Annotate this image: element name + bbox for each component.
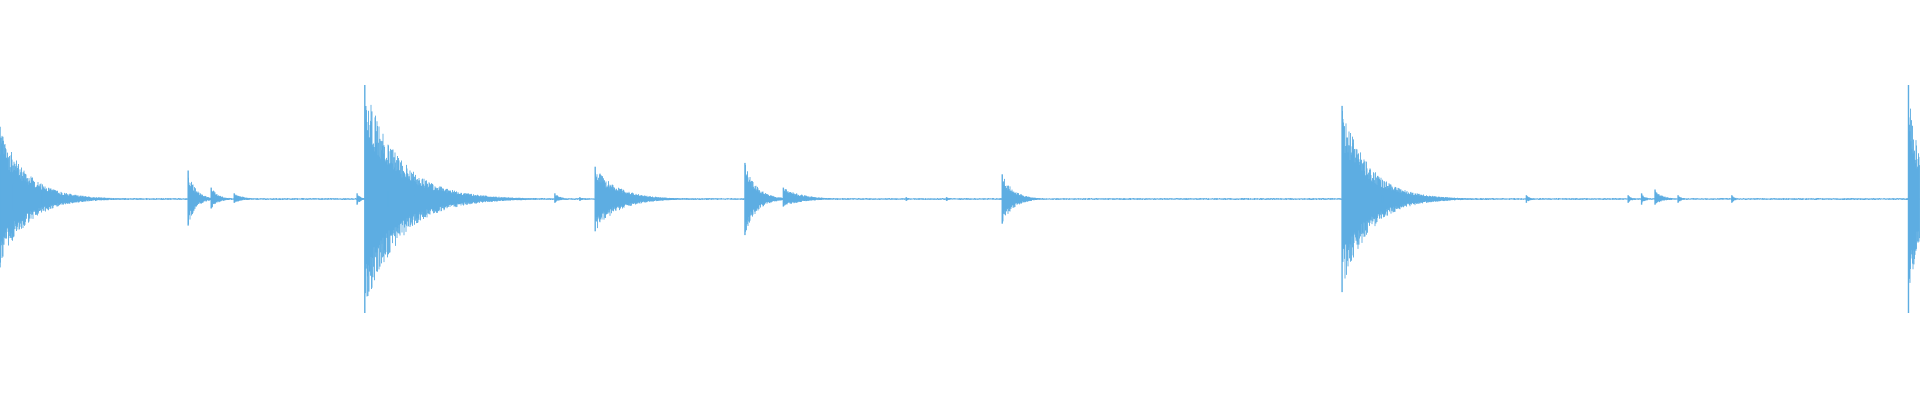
waveform-path	[0, 104, 1920, 297]
waveform-trace	[0, 85, 1920, 313]
